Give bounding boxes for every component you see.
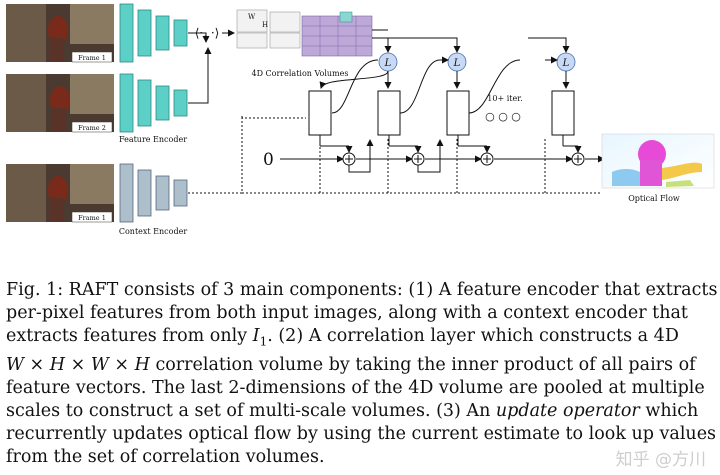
optical-flow-label: Optical Flow [628, 194, 680, 203]
watermark: 知乎 @方川 [615, 450, 706, 470]
caption-line-7: recurrently updates optical flow by usin… [6, 423, 717, 444]
update-block-1 [308, 90, 332, 136]
encoder-arrows [188, 29, 235, 104]
feature-encoder-bottom [119, 73, 188, 133]
corr-volumes-label: 4D Correlation Volumes [252, 69, 349, 78]
iteration-label: 10+ iter. [487, 94, 522, 103]
lookup-symbol-3: L [562, 58, 570, 69]
update-blocks [308, 90, 575, 136]
math-i: I [252, 326, 260, 346]
iteration-dots: ○ ○ ○ [485, 110, 521, 123]
frame1-image: Frame 1 [6, 4, 114, 63]
math-whwh: W × H × W × H [6, 354, 150, 375]
feature-encoder-label: Feature Encoder [119, 135, 187, 144]
context-encoder [119, 163, 188, 223]
optical-flow-image [601, 133, 715, 189]
zero-init: 0 [263, 150, 274, 170]
inner-product-symbol: ⟨·, ·⟩ [195, 26, 220, 40]
context-encoder-label: Context Encoder [119, 227, 187, 236]
frame2-label: Frame 2 [78, 124, 106, 132]
caption-line-1: Fig. 1: RAFT consists of 3 main componen… [6, 280, 718, 300]
context-lines [188, 115, 600, 194]
frame1-label: Frame 1 [78, 54, 106, 62]
frame2-image: Frame 2 [6, 74, 114, 133]
caption-line-5: feature vectors. The last 2-dimensions o… [6, 377, 705, 398]
lookup-symbol-1: L [384, 58, 392, 69]
corr-w-label: W [248, 13, 256, 21]
lookup-to-update-lines [319, 56, 570, 114]
plus-signs [345, 155, 582, 163]
math-sub-1: 1 [259, 334, 268, 349]
corr-h-label: H [262, 21, 268, 29]
frame3-image: Frame 1 [6, 164, 114, 223]
correlation-volumes [236, 9, 373, 57]
caption-line-3: extracts features from only I1. (2) A co… [6, 326, 679, 349]
caption-line-6: scales to construct a set of multi-scale… [6, 400, 699, 421]
frame3-label: Frame 1 [78, 214, 106, 222]
caption-line-8: from the set of correlation volumes. [6, 446, 325, 467]
caption-line-4: W × H × W × H correlation volume by taki… [6, 354, 696, 375]
update-block-2 [377, 90, 401, 136]
raft-architecture-figure: Frame 1 Frame 2 Frame 1 Feature Encoder [6, 3, 715, 236]
lookup-symbol-2: L [453, 58, 461, 69]
update-operator-term: update operator [495, 400, 640, 421]
corr-to-lookup-lines [372, 29, 570, 53]
flow-line [280, 135, 605, 173]
caption-line-2: per-pixel features from both input image… [6, 303, 688, 323]
update-block-4 [551, 90, 575, 136]
figure-caption: Fig. 1: RAFT consists of 3 main componen… [6, 279, 718, 469]
update-block-3 [446, 90, 470, 136]
lookup-ops [378, 52, 576, 72]
feature-encoder-top [119, 3, 188, 63]
